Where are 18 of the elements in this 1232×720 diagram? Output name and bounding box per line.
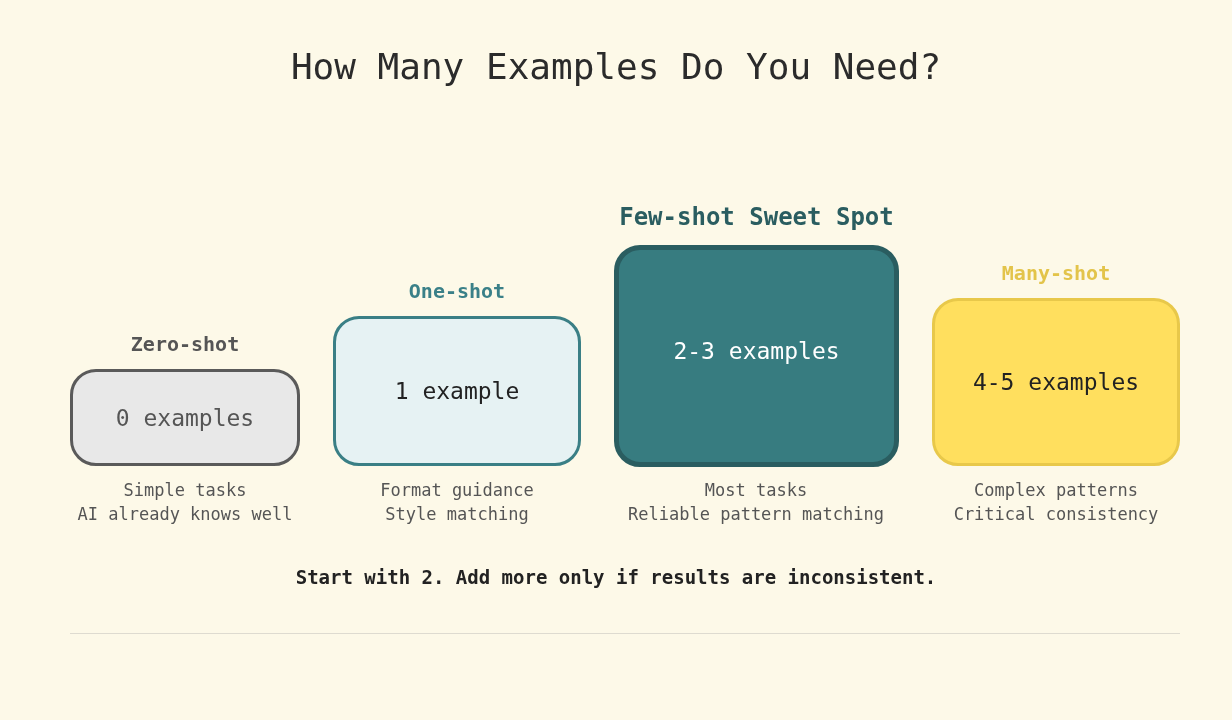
example-count: 1 example	[394, 378, 520, 404]
diagram-title: How Many Examples Do You Need?	[289, 46, 943, 87]
use-case-text: Most tasks	[703, 480, 809, 500]
box-heading: One-shot	[407, 278, 507, 305]
use-case-text: AI already knows well	[76, 504, 294, 524]
use-case-text: Simple tasks	[122, 480, 248, 500]
use-case-text: Complex patterns	[973, 480, 1139, 500]
example-count: 2-3 examples	[673, 338, 840, 364]
box-heading: Zero-shot	[129, 331, 241, 358]
use-case-text: Reliable pattern matching	[627, 504, 885, 524]
box-heading: Many-shot	[1000, 260, 1112, 287]
use-case-text: Critical consistency	[952, 504, 1160, 524]
example-count: 0 examples	[115, 404, 255, 431]
tip-text: Start with 2. Add more only if results are inconsistent.	[294, 566, 938, 588]
use-case-text: Format guidance	[379, 480, 535, 500]
use-case-text: Style matching	[384, 504, 530, 524]
example-count: 4-5 examples	[972, 369, 1140, 395]
box-heading: Few-shot Sweet Spot	[618, 202, 895, 234]
